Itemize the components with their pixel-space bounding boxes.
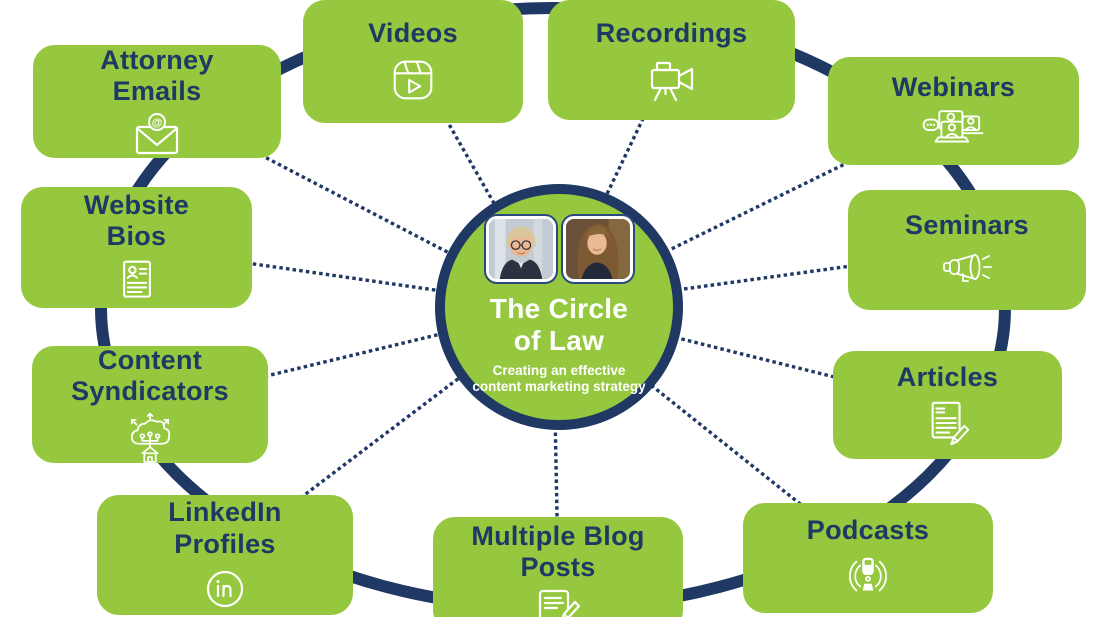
female-headshot-photo — [562, 216, 633, 282]
node-label: Recordings — [595, 17, 748, 48]
node-seminars: Seminars — [848, 190, 1086, 310]
node-recordings: Recordings — [548, 0, 795, 120]
hub-subtitle: Creating an effective content marketing … — [472, 362, 646, 394]
node-label: Attorney Emails — [100, 44, 214, 106]
content-syndication-icon — [128, 412, 172, 464]
email-at-icon: @ — [128, 112, 186, 158]
node-label: Multiple Blog Posts — [471, 520, 645, 582]
connector-syndicators — [147, 304, 556, 407]
node-videos: Videos — [303, 0, 523, 123]
webinar-screens-icon — [922, 108, 986, 150]
node-label: Webinars — [891, 71, 1016, 102]
hub-title-line2: of Law — [513, 324, 605, 356]
node-attorney-emails: Attorney Emails @ — [33, 45, 281, 158]
male-headshot-photo — [485, 216, 556, 282]
headshot-photos — [485, 216, 633, 282]
video-camera-icon — [646, 54, 698, 102]
node-label: Content Syndicators — [71, 344, 229, 406]
node-content-syndicators: Content Syndicators — [32, 344, 268, 464]
node-label: LinkedIn Profiles — [168, 497, 282, 559]
node-label: Seminars — [905, 209, 1029, 240]
linkedin-icon — [201, 565, 249, 613]
node-podcasts: Podcasts — [743, 503, 993, 613]
node-label: Podcasts — [806, 514, 930, 545]
node-label: Videos — [368, 18, 458, 49]
center-hub: The Circle of Law Creating an effective … — [435, 184, 683, 430]
node-label: Website Bios — [83, 189, 190, 251]
node-linkedin-profiles: LinkedIn Profiles — [97, 495, 353, 615]
video-reel-icon — [388, 55, 438, 105]
megaphone-icon — [939, 246, 995, 290]
node-articles: Articles — [833, 351, 1062, 459]
podcast-mic-icon — [842, 551, 894, 601]
svg-text:@: @ — [152, 117, 163, 129]
blog-pencil-icon — [533, 588, 583, 617]
profile-document-icon — [114, 257, 160, 305]
article-pencil-icon — [924, 398, 972, 448]
hub-title: The Circle of Law — [490, 293, 628, 357]
hub-title-line1: The Circle — [489, 293, 629, 324]
node-label: Articles — [896, 361, 999, 392]
node-webinars: Webinars — [828, 57, 1079, 165]
node-website-bios: Website Bios — [21, 187, 252, 308]
node-multiple-blog-posts: Multiple Blog Posts — [433, 517, 683, 617]
